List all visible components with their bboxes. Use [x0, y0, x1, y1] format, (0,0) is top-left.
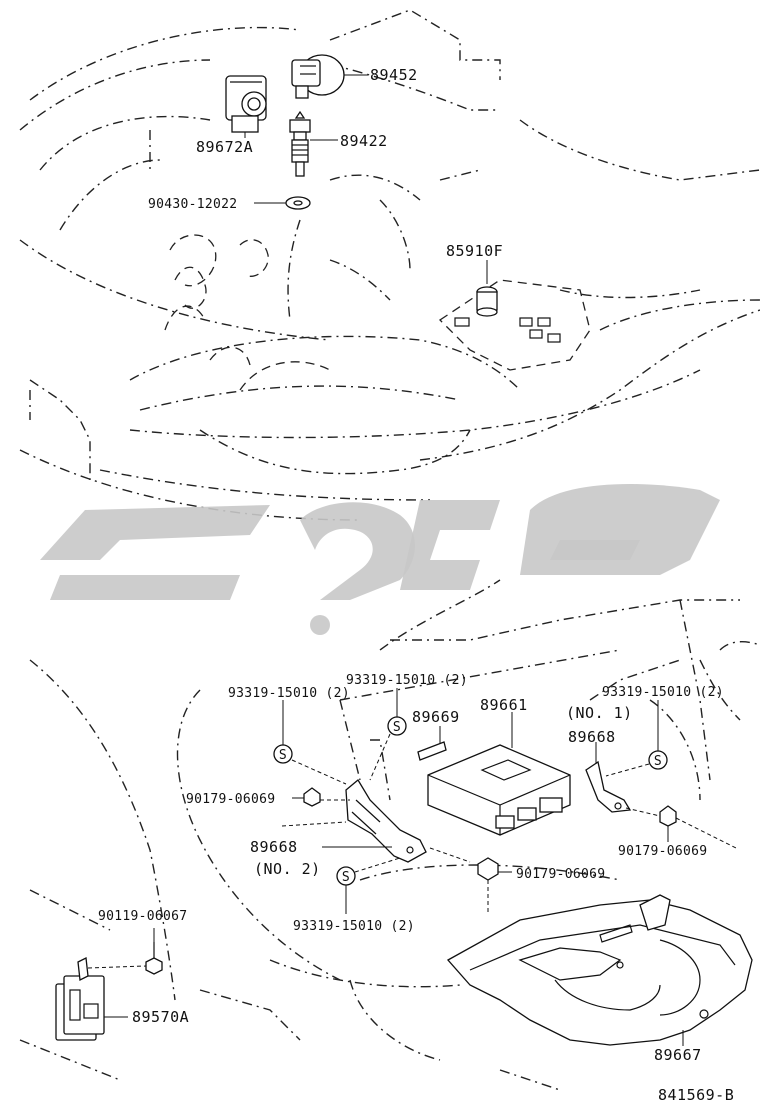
screw-symbol-2: S: [387, 716, 407, 736]
part-90430-washer: [285, 196, 311, 210]
label-90179-06069-b: 90179-06069: [516, 867, 605, 882]
screw-symbol-4: S: [336, 866, 356, 886]
label-93319-15010-b: 93319-15010 (2): [346, 673, 468, 688]
label-85910F: 85910F: [446, 242, 503, 260]
screw-symbol-3: S: [648, 750, 668, 770]
callout-labels: 89452 89672A 89422 90430-12022 85910F 93…: [98, 66, 734, 1104]
label-90430-12022: 90430-12022: [148, 197, 237, 212]
upper-body-outline: [19, 9, 760, 521]
label-89668-no1: 89668: [568, 728, 616, 746]
screw-symbol-3-label: S: [654, 754, 662, 769]
part-89422: [289, 110, 311, 177]
figure-id: 841569-B: [658, 1086, 734, 1104]
label-89669: 89669: [412, 708, 460, 726]
screw-symbol-4-label: S: [342, 870, 350, 885]
label-89452: 89452: [370, 66, 418, 84]
label-89672A: 89672A: [196, 138, 253, 156]
part-89672A: [225, 75, 267, 133]
label-90119-06067: 90119-06067: [98, 909, 187, 924]
part-89661-ecu: [427, 744, 571, 836]
label-89668-no2: 89668: [250, 838, 298, 856]
label-89661: 89661: [480, 696, 528, 714]
label-89422: 89422: [340, 132, 388, 150]
part-90179-nut-c: [659, 805, 677, 827]
engine-outline: [164, 234, 331, 391]
label-93319-15010-c: 93319-15010 (2): [602, 685, 724, 700]
part-89570A-module: [55, 957, 105, 1041]
label-no1: (NO. 1): [566, 704, 633, 722]
part-89667-panel: [446, 894, 753, 1046]
screw-symbol-1: S: [273, 744, 293, 764]
part-89669-clip: [417, 741, 447, 761]
label-90179-06069-a: 90179-06069: [186, 792, 275, 807]
part-89452: [291, 54, 345, 99]
label-no2: (NO. 2): [254, 860, 321, 878]
part-89668-no1-bracket: [585, 760, 632, 813]
label-93319-15010-a: 93319-15010 (2): [228, 686, 350, 701]
part-90179-nut-a: [303, 787, 321, 807]
label-90179-06069-c: 90179-06069: [618, 844, 707, 859]
screw-symbol-1-label: S: [279, 748, 287, 763]
part-90119-bolt: [145, 942, 163, 975]
lower-body-outline: [19, 579, 760, 1091]
part-90179-nut-b: [477, 857, 499, 881]
label-93319-15010-d: 93319-15010 (2): [293, 919, 415, 934]
part-85910F: [438, 279, 591, 371]
screw-symbol-2-label: S: [393, 720, 401, 735]
part-89668-no2-bracket: [345, 779, 427, 863]
label-89667: 89667: [654, 1046, 702, 1064]
watermark-logo: [40, 484, 720, 635]
label-89570A: 89570A: [132, 1008, 189, 1026]
